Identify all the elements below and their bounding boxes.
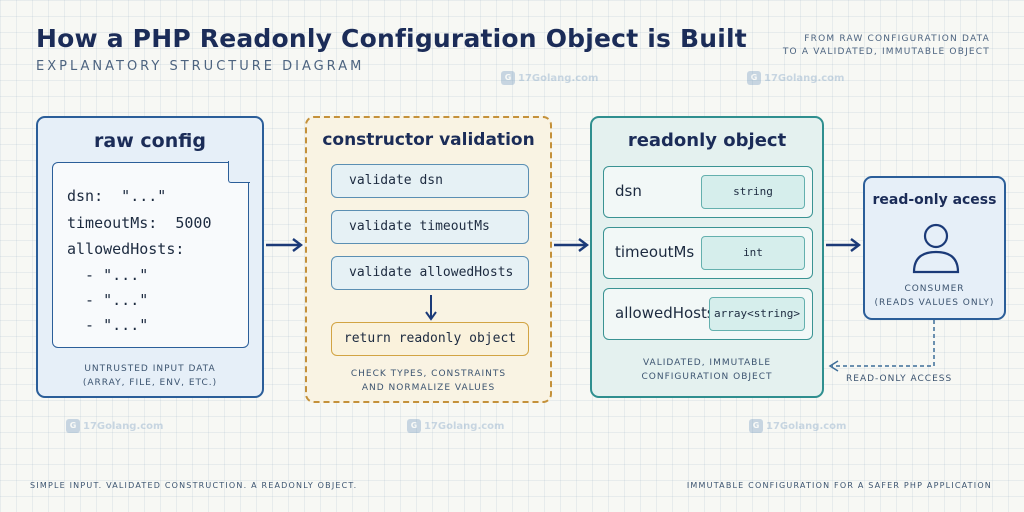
- raw-config-line: dsn: "...": [67, 187, 167, 205]
- consumer-label: CONSUMER: [904, 284, 965, 294]
- right-arrow-icon: [554, 238, 589, 252]
- right-arrow-icon: [266, 238, 303, 252]
- tagline: FROM RAW CONFIGURATION DATA TO A VALIDAT…: [783, 33, 990, 59]
- caption-line: UNTRUSTED INPUT DATA: [84, 364, 216, 374]
- raw-config-line: - "...": [67, 316, 149, 334]
- constructor-caption: CHECK TYPES, CONSTRAINTS AND NORMALIZE V…: [307, 367, 550, 395]
- page-title: How a PHP Readonly Configuration Object …: [36, 24, 747, 53]
- tagline-line: FROM RAW CONFIGURATION DATA: [804, 34, 990, 44]
- readonly-object-caption: VALIDATED, IMMUTABLE CONFIGURATION OBJEC…: [592, 356, 822, 384]
- down-arrow-icon: [425, 295, 437, 321]
- raw-config-box: raw config dsn: "..." timeoutMs: 5000 al…: [36, 116, 264, 398]
- readonly-object-title: readonly object: [627, 130, 787, 151]
- watermark-logo-icon: G: [407, 419, 421, 433]
- property-type: string: [701, 175, 805, 209]
- document-fold-icon: [228, 161, 250, 183]
- caption-line: AND NORMALIZE VALUES: [361, 383, 496, 393]
- watermark-logo-icon: G: [501, 71, 515, 85]
- property-type: array<string>: [709, 297, 805, 331]
- validate-dsn-step: validate dsn: [331, 164, 529, 198]
- right-arrow-icon: [826, 238, 861, 252]
- watermark-logo-icon: G: [749, 419, 763, 433]
- tagline-line: TO A VALIDATED, IMMUTABLE OBJECT: [782, 47, 990, 57]
- property-type: int: [701, 236, 805, 270]
- readonly-access-label: READ-ONLY ACCESS: [846, 374, 953, 384]
- readonly-object-box: readonly object dsn string timeoutMs int…: [590, 116, 824, 398]
- raw-config-document: dsn: "..." timeoutMs: 5000 allowedHosts:…: [52, 161, 250, 348]
- caption-line: CHECK TYPES, CONSTRAINTS: [350, 369, 507, 379]
- property-timeoutms: timeoutMs int: [603, 227, 813, 279]
- raw-config-caption: UNTRUSTED INPUT DATA (ARRAY, FILE, ENV, …: [38, 362, 262, 390]
- watermark-logo-icon: G: [747, 71, 761, 85]
- caption-line: (ARRAY, FILE, ENV, ETC.): [82, 378, 218, 388]
- raw-config-title: raw config: [94, 130, 206, 152]
- validate-hosts-step: validate allowedHosts: [331, 256, 529, 290]
- property-allowedhosts: allowedHosts array<string>: [603, 288, 813, 340]
- footer-right: IMMUTABLE CONFIGURATION FOR A SAFER PHP …: [686, 481, 992, 490]
- raw-config-line: allowedHosts:: [67, 240, 185, 258]
- footer-left: SIMPLE INPUT. VALIDATED CONSTRUCTION. A …: [30, 481, 358, 490]
- watermark-logo-icon: G: [66, 419, 80, 433]
- page-subtitle: EXPLANATORY STRUCTURE DIAGRAM: [36, 59, 365, 74]
- constructor-validation-box: constructor validation validate dsn vali…: [305, 116, 552, 403]
- raw-config-line: - "...": [67, 266, 149, 284]
- consumer-caption: CONSUMER (READS VALUES ONLY): [865, 282, 1004, 310]
- return-readonly-step: return readonly object: [331, 322, 529, 356]
- validate-timeout-step: validate timeoutMs: [331, 210, 529, 244]
- consumer-box: read-only acess CONSUMER (READS VALUES O…: [863, 176, 1006, 320]
- property-dsn: dsn string: [603, 166, 813, 218]
- caption-line: VALIDATED, IMMUTABLE: [642, 358, 772, 368]
- property-name: timeoutMs: [615, 243, 695, 261]
- consumer-sublabel: (READS VALUES ONLY): [874, 298, 995, 308]
- property-name: allowedHosts: [615, 304, 715, 322]
- raw-config-line: timeoutMs: 5000: [67, 214, 212, 232]
- user-icon: [912, 223, 960, 274]
- consumer-title: read-only acess: [872, 192, 997, 208]
- caption-line: CONFIGURATION OBJECT: [641, 372, 773, 382]
- property-name: dsn: [615, 182, 642, 200]
- constructor-title: constructor validation: [322, 130, 535, 150]
- readonly-access-arrow: [828, 320, 935, 372]
- raw-config-line: - "...": [67, 291, 149, 309]
